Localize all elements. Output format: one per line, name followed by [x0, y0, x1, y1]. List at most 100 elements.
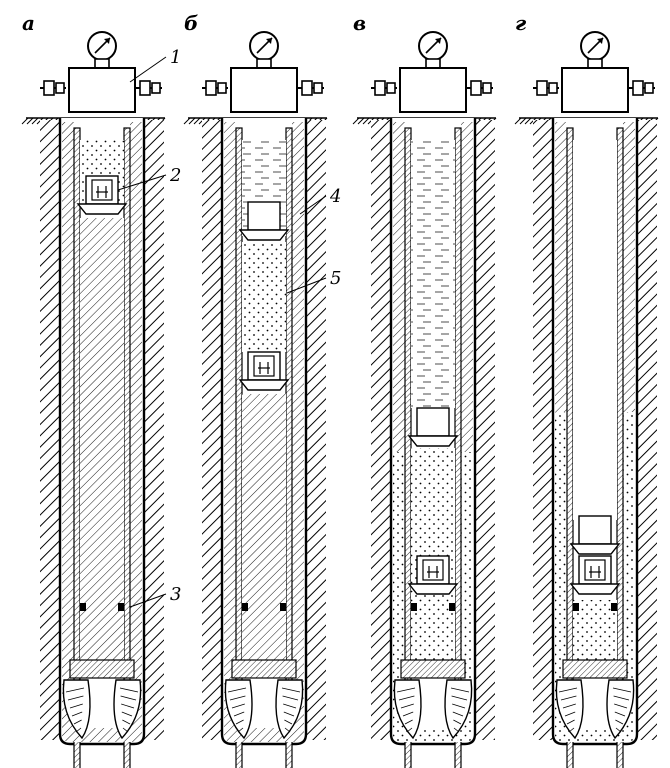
ground-tick — [352, 117, 360, 125]
bottom-plug — [76, 175, 128, 215]
bit-tooth — [227, 687, 247, 693]
bit-tooth — [283, 711, 295, 717]
cement-slurry — [573, 600, 617, 660]
bit-tooth — [566, 719, 575, 725]
bit-tooth — [281, 687, 301, 693]
borehole-wall-left — [40, 120, 62, 740]
cementing-head — [371, 31, 493, 113]
annulus-left — [224, 122, 236, 730]
ground-tick — [183, 117, 191, 125]
drilling-mud — [80, 218, 124, 660]
valve-left-icon — [371, 80, 397, 96]
gauge-arrow — [104, 38, 110, 44]
stop-ring-left — [411, 603, 417, 611]
callout-label: 4 — [329, 186, 341, 207]
bottom-hole — [393, 728, 473, 742]
bottom-plug — [569, 555, 621, 595]
valve-right-icon-flange — [470, 80, 482, 96]
ground-tick — [362, 117, 370, 125]
bottom-plug-body — [85, 175, 119, 205]
valve-left-icon-handwheel — [548, 82, 558, 94]
displacement-fluid — [411, 140, 455, 408]
casing-shoe — [69, 659, 135, 679]
ground-tick — [31, 117, 39, 125]
valve-left-icon — [40, 80, 66, 96]
casing-shoe — [231, 659, 297, 679]
bit-tooth — [237, 727, 244, 733]
cementing-head — [202, 31, 324, 113]
bottom-plug-core — [253, 355, 275, 377]
top-plug-body — [416, 407, 450, 437]
bottom-plug-cup — [569, 583, 621, 595]
bit-tooth — [452, 703, 466, 709]
bit-tooth — [71, 711, 83, 717]
bottom-hole — [62, 728, 142, 742]
panel-d: г — [514, 11, 659, 768]
valve-left-icon-handwheel — [386, 82, 396, 94]
bit-tooth — [73, 719, 82, 725]
bit-tooth — [120, 695, 137, 701]
callout-label: 3 — [170, 584, 181, 605]
bit-tooth — [119, 687, 139, 693]
cementing-head — [533, 31, 655, 113]
annulus-mud-left — [555, 122, 567, 412]
bit-tooth — [614, 711, 626, 717]
valve-left-icon-flange — [374, 80, 386, 96]
valve-right-icon-handwheel — [313, 82, 323, 94]
bit-tooth — [614, 703, 628, 709]
bit-tooth — [233, 711, 245, 717]
stop-ring-left — [573, 603, 579, 611]
ground-tick — [524, 117, 532, 125]
bit-tooth — [284, 719, 293, 725]
bit-tooth — [235, 719, 244, 725]
valve-right-icon-flange — [139, 80, 151, 96]
top-plug-body — [247, 201, 281, 231]
stop-ring-right — [611, 603, 617, 611]
bit-tooth — [451, 695, 468, 701]
gauge-arrow — [597, 38, 603, 44]
bottom-hole — [555, 728, 635, 742]
ground-tick — [26, 117, 34, 125]
valve-right-icon-flange — [632, 80, 644, 96]
valve-left-icon-handwheel — [217, 82, 227, 94]
bit-cone — [113, 679, 142, 740]
bit-tooth — [612, 687, 632, 693]
valve-left-icon-handwheel — [55, 82, 65, 94]
bit-tooth — [231, 703, 245, 709]
bit-cone-body — [606, 679, 635, 740]
panel-b: б45 — [183, 11, 341, 768]
bit-tooth — [283, 703, 297, 709]
bit-cone — [393, 679, 422, 740]
ground-tick — [21, 117, 29, 125]
stop-ring-right — [118, 603, 124, 611]
bottom-plug — [407, 555, 459, 595]
borehole-wall-left — [371, 120, 393, 740]
bit-cone-body — [393, 679, 422, 740]
bit-tooth — [452, 711, 464, 717]
drilling-mud — [242, 394, 286, 660]
displacement-fluid — [573, 140, 617, 520]
callout-leader — [129, 593, 167, 608]
bottom-plug-cup — [76, 203, 128, 215]
head-body — [68, 67, 136, 113]
bit-cone-body — [275, 679, 304, 740]
valve-right-icon — [136, 80, 162, 96]
valve-right-icon-handwheel — [482, 82, 492, 94]
bit-cone-body — [555, 679, 584, 740]
gauge-arrow — [266, 38, 272, 44]
annulus-right — [292, 122, 304, 730]
bit-tooth — [453, 727, 460, 733]
bit-tooth — [404, 719, 413, 725]
bit-cone — [606, 679, 635, 740]
cement-slurry — [242, 242, 286, 352]
head-body — [230, 67, 298, 113]
ground-tick — [188, 117, 196, 125]
bottom-plug-core — [422, 559, 444, 581]
bit-cone-body — [113, 679, 142, 740]
bit-tooth — [568, 727, 575, 733]
top-plug — [238, 201, 290, 241]
bit-tooth — [453, 719, 462, 725]
valve-right-icon-handwheel — [151, 82, 161, 94]
bit-tooth — [75, 727, 82, 733]
